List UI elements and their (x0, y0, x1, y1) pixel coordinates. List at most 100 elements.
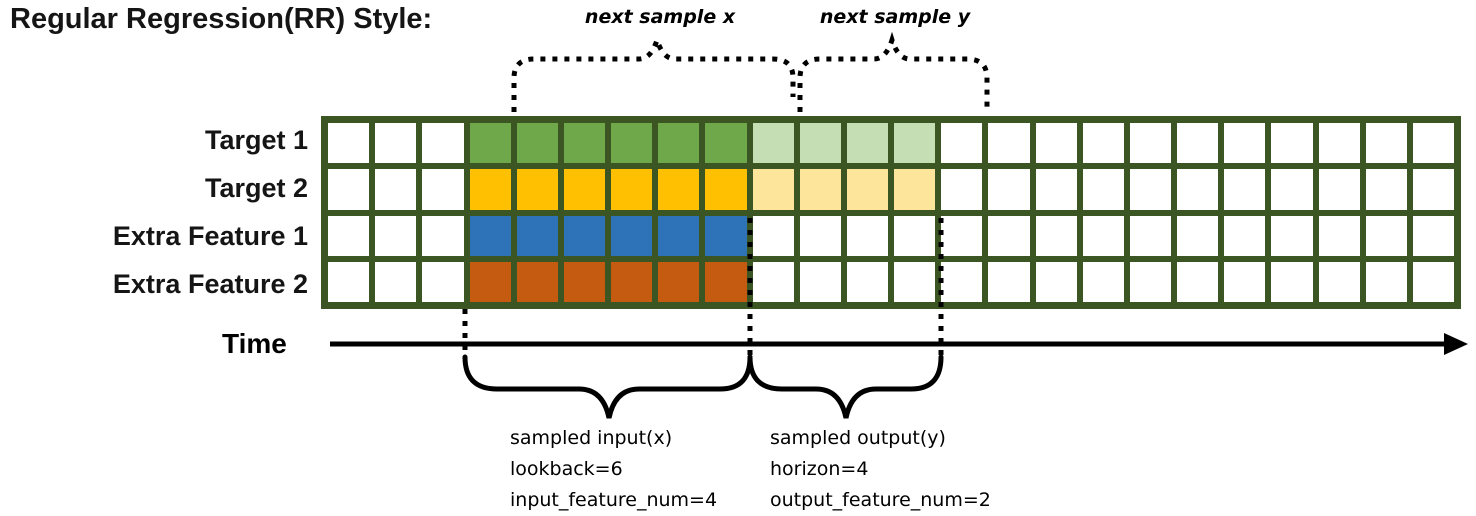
grid-cell (1365, 123, 1407, 164)
output-feature-num: output_feature_num=2 (770, 489, 991, 511)
grid-cell (941, 215, 983, 256)
grid-cell (988, 169, 1030, 210)
sampled-input-note: sampled input(x) lookback=6 input_featur… (510, 423, 717, 516)
next-sample-y-brace (797, 31, 990, 112)
next-sample-y-label: next sample y (819, 6, 971, 28)
grid-cell (799, 215, 841, 256)
grid-cell (1318, 169, 1360, 210)
grid-cell (894, 261, 936, 302)
grid-cell (1224, 261, 1266, 302)
grid-cell (846, 169, 888, 210)
grid-cell (1082, 123, 1124, 164)
grid-cell (1318, 261, 1360, 302)
grid-cell (846, 261, 888, 302)
grid-cell (1412, 215, 1454, 256)
grid-cell (328, 169, 370, 210)
grid-cell (375, 215, 417, 256)
grid-cell (1082, 215, 1124, 256)
grid-cell (894, 123, 936, 164)
grid-cell (611, 123, 653, 164)
time-axis-label: Time (222, 328, 287, 359)
grid-cell (1177, 215, 1219, 256)
timeline-grid (321, 116, 1461, 309)
grid-cell (941, 169, 983, 210)
grid-cell (328, 261, 370, 302)
grid-cell (1318, 215, 1360, 256)
grid-cell (941, 261, 983, 302)
grid-cell (752, 261, 794, 302)
grid-cell (563, 261, 605, 302)
grid-cell (752, 215, 794, 256)
grid-cell (516, 169, 558, 210)
grid-cell (894, 169, 936, 210)
grid-cell (658, 123, 700, 164)
grid-cell (658, 261, 700, 302)
grid-cell (799, 261, 841, 302)
grid-cell (658, 215, 700, 256)
grid-cell (1177, 261, 1219, 302)
grid-cell (799, 123, 841, 164)
grid-cell (846, 215, 888, 256)
next-sample-x-label: next sample x (584, 6, 736, 28)
grid-cell (988, 261, 1030, 302)
output-window-brace (747, 354, 944, 419)
grid-cell (752, 169, 794, 210)
grid-cell (1129, 215, 1171, 256)
grid-cell (988, 123, 1030, 164)
grid-cell (705, 169, 747, 210)
grid-cell (1082, 261, 1124, 302)
grid-cell (516, 123, 558, 164)
grid-cell (328, 123, 370, 164)
grid-cell (375, 123, 417, 164)
grid-cell (516, 261, 558, 302)
grid-cell (1035, 215, 1077, 256)
next-sample-x-brace (511, 31, 796, 112)
grid-cell (1412, 261, 1454, 302)
grid-cell (563, 215, 605, 256)
grid-cell (1177, 169, 1219, 210)
grid-cell (422, 169, 464, 210)
grid-cell (563, 123, 605, 164)
grid-cell (705, 215, 747, 256)
grid-cell (705, 261, 747, 302)
grid-cell (1271, 215, 1313, 256)
grid-cell (705, 123, 747, 164)
grid-cell (563, 169, 605, 210)
grid-cell (752, 123, 794, 164)
grid-cell (1224, 169, 1266, 210)
input-window-brace (462, 354, 753, 419)
grid-cell (1129, 261, 1171, 302)
grid-cell (1035, 123, 1077, 164)
grid-cell (1129, 169, 1171, 210)
grid-cell (1318, 123, 1360, 164)
grid-cell (1365, 215, 1407, 256)
horizon-value: horizon=4 (770, 458, 869, 480)
lookback-value: lookback=6 (510, 458, 623, 480)
grid-cell (846, 123, 888, 164)
grid-cell (375, 169, 417, 210)
grid-cell (1177, 123, 1219, 164)
grid-cell (1365, 261, 1407, 302)
grid-cell (1129, 123, 1171, 164)
grid-cell (941, 123, 983, 164)
grid-cell (1412, 169, 1454, 210)
grid-cell (469, 215, 511, 256)
grid-cell (1035, 169, 1077, 210)
diagram-title: Regular Regression(RR) Style: (10, 3, 433, 35)
time-axis-arrowhead (1444, 333, 1468, 355)
grid-cell (988, 215, 1030, 256)
grid-cell (422, 123, 464, 164)
sampled-output-note: sampled output(y) horizon=4 output_featu… (770, 423, 991, 516)
grid-cell (611, 169, 653, 210)
grid-cell (658, 169, 700, 210)
row-label-extra-feature-1: Extra Feature 1 (112, 221, 308, 252)
grid-cell (1412, 123, 1454, 164)
grid-cell (1365, 169, 1407, 210)
grid-cell (611, 261, 653, 302)
grid-cell (422, 215, 464, 256)
grid-cell (469, 169, 511, 210)
grid-cell (469, 261, 511, 302)
grid-cell (469, 123, 511, 164)
grid-cell (1035, 261, 1077, 302)
